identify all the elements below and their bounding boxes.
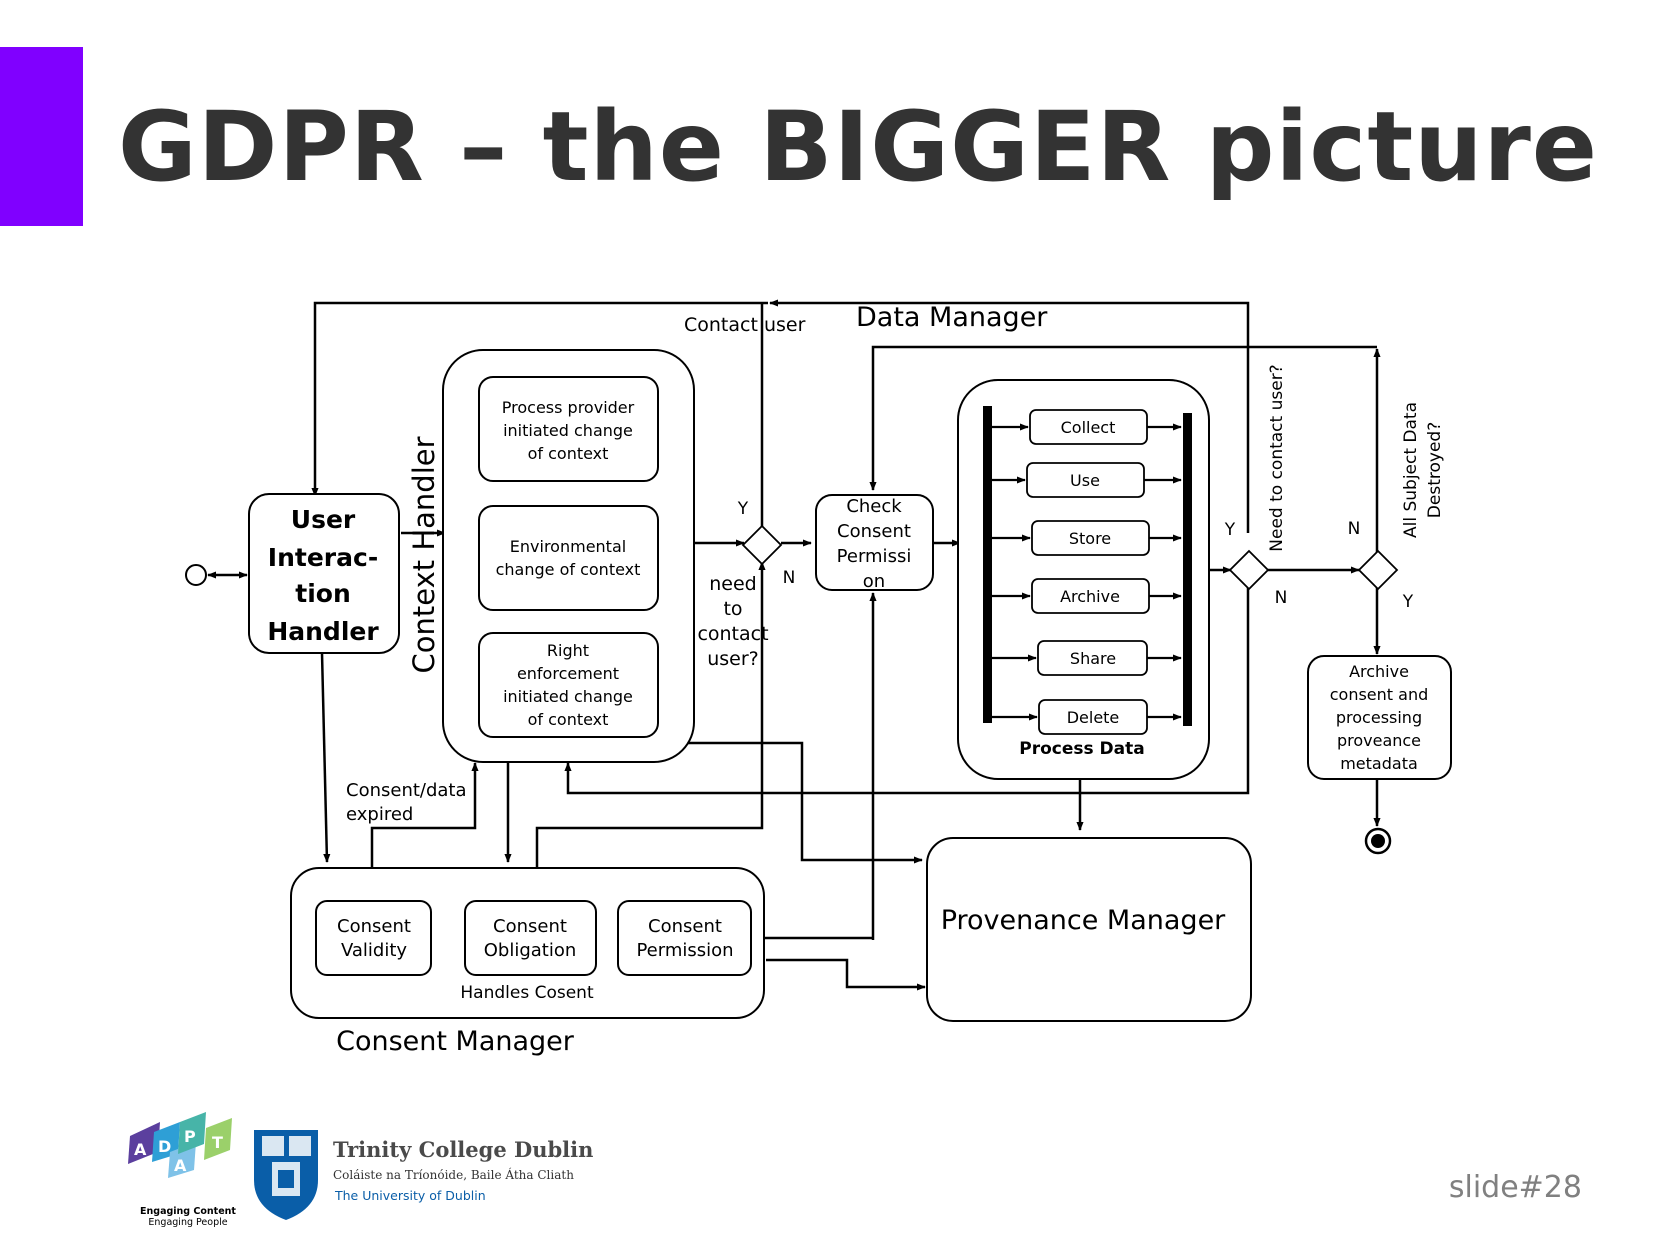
user-interaction-handler-line: User [291, 505, 356, 534]
decision-all-destroyed [1357, 549, 1399, 591]
adapt-logo: A D A P T Engaging Content Engaging Peop… [108, 1090, 244, 1240]
decision-n-label: N [783, 568, 796, 588]
archive-metadata-box [1307, 655, 1452, 780]
context-change-text: Environmental [510, 537, 626, 556]
process-action-store [1031, 520, 1150, 556]
context-change-text: initiated change [503, 421, 633, 440]
tcd-university: The University of Dublin [334, 1188, 486, 1203]
decision-question-text: user? [707, 648, 759, 670]
process-actions: Collect Use Store Archive Share Delete [1026, 409, 1150, 735]
adapt-letter: P [184, 1127, 196, 1146]
end-node [1364, 827, 1392, 855]
process-action-label: Share [1070, 649, 1116, 668]
consent-manager-label: Consent Manager [336, 1026, 575, 1057]
start-node [185, 564, 207, 586]
decision-need-contact [1228, 549, 1270, 591]
user-interaction-handler-line: Handler [267, 617, 379, 646]
consent-item-text: Consent [337, 916, 411, 937]
handles-consent-label: Handles Cosent [460, 983, 594, 1003]
adapt-letter: A [134, 1140, 147, 1159]
process-action-label: Collect [1061, 418, 1116, 437]
slide-number: slide#28 [1448, 1170, 1582, 1205]
consent-item-text: Permission [636, 940, 733, 961]
archive-box-text: metadata [1340, 754, 1418, 773]
slide-title: GDPR – the BIGGER picture [118, 91, 1598, 203]
footer-logos: A D A P T Engaging Content Engaging Peop… [108, 1090, 593, 1240]
tcd-name: Trinity College Dublin [333, 1137, 593, 1162]
process-data-label: Process Data [1019, 739, 1144, 759]
process-action-use [1026, 462, 1145, 498]
destroyed-question: All Subject Data [1401, 402, 1421, 538]
consent-item-text: Consent [648, 916, 722, 937]
adapt-letter: D [158, 1137, 171, 1156]
context-change-environmental [478, 505, 659, 611]
user-interaction-handler [248, 493, 400, 654]
provenance-manager-label: Provenance Manager [941, 905, 1226, 936]
user-interaction-handler-line: tion [295, 579, 351, 608]
decision-contact-user [741, 524, 783, 566]
adapt-tagline: Engaging People [148, 1217, 227, 1228]
destroyed-question: Destroyed? [1425, 422, 1445, 518]
process-action-label: Store [1069, 529, 1111, 548]
provenance-manager-box [926, 837, 1252, 1022]
process-action-share [1037, 640, 1148, 676]
context-change-text: of context [528, 444, 609, 463]
consent-item-text: Consent [493, 916, 567, 937]
context-change-text: of context [528, 710, 609, 729]
process-action-archive [1031, 578, 1150, 614]
consent-item-text: Obligation [484, 940, 577, 961]
contact-user-label: Contact user [684, 314, 806, 336]
accent-bar [0, 47, 83, 226]
context-change-right-enforcement [478, 632, 659, 738]
archive-box-text: processing [1336, 708, 1422, 727]
decision-y-label: Y [1224, 520, 1236, 540]
need-contact-question: Need to contact user? [1267, 364, 1287, 551]
archive-box-text: Archive [1349, 662, 1409, 681]
context-change-process-provider [478, 376, 659, 482]
adapt-letter: T [212, 1133, 223, 1152]
process-action-collect [1029, 409, 1148, 445]
process-action-label: Archive [1060, 587, 1120, 606]
data-manager-label: Data Manager [856, 302, 1048, 333]
archive-box-text: proveance [1337, 731, 1421, 750]
decision-n-label: N [1348, 519, 1361, 539]
check-consent-text: on [863, 571, 885, 592]
consent-validity-box [315, 900, 432, 976]
process-action-delete [1038, 699, 1148, 735]
process-action-arrows [992, 423, 1182, 721]
tcd-crest [254, 1130, 318, 1220]
decision-question-text: contact [697, 623, 768, 645]
connectors [207, 299, 1381, 991]
context-change-text: change of context [496, 560, 641, 579]
decision-question-text: to [723, 598, 742, 620]
adapt-letter: A [174, 1156, 187, 1175]
tcd-irish-name: Coláiste na Tríonóide, Baile Átha Cliath [333, 1167, 574, 1182]
context-change-text: Right [547, 641, 589, 660]
check-consent-text: Consent [837, 521, 911, 542]
consent-expired-label: Consent/data [346, 780, 467, 801]
check-consent-text: Check [846, 496, 902, 517]
decision-y-label: Y [1402, 592, 1414, 612]
adapt-tagline: Engaging Content [140, 1206, 236, 1217]
decision-question-text: need [709, 573, 756, 595]
check-consent-text: Permissi [837, 546, 912, 567]
process-fork-bar [983, 406, 992, 723]
decision-n-label: N [1275, 588, 1288, 608]
archive-box-text: consent and [1330, 685, 1429, 704]
consent-permission-box [617, 900, 752, 976]
consent-item-text: Validity [341, 940, 407, 961]
user-interaction-handler-line: Interac- [268, 543, 378, 572]
process-action-label: Use [1070, 471, 1100, 490]
consent-expired-label: expired [346, 804, 413, 825]
context-handler-label: Context Handler [407, 436, 441, 673]
process-join-bar [1183, 413, 1192, 726]
decision-y-label: Y [737, 499, 749, 519]
context-change-text: Process provider [502, 398, 635, 417]
consent-obligation-box [464, 900, 597, 976]
context-change-text: initiated change [503, 687, 633, 706]
check-consent-permission [815, 494, 934, 591]
context-change-text: enforcement [517, 664, 619, 683]
process-action-label: Delete [1067, 708, 1120, 727]
